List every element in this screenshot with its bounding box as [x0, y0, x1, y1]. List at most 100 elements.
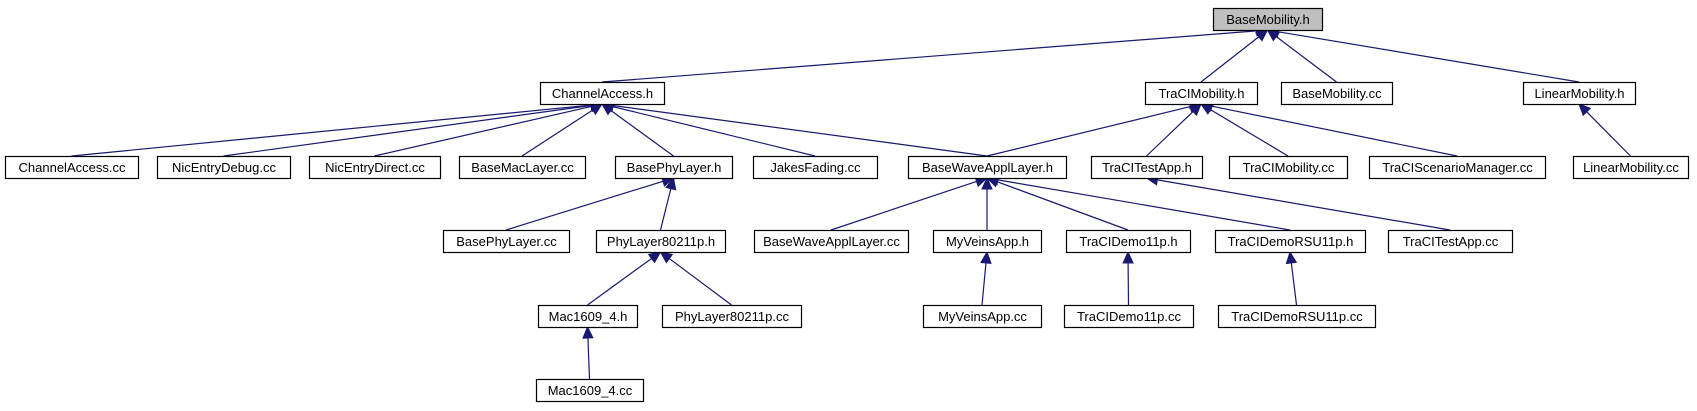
node-label: Mac1609_4.h [549, 309, 628, 324]
node-traci-demo11p-cc[interactable]: TraCIDemo11p.cc [1063, 304, 1195, 329]
node-label: TraCIDemo11p.h [1079, 234, 1177, 249]
node-mac1609-4-cc[interactable]: Mac1609_4.cc [535, 378, 645, 403]
edge-layer [71, 25, 1631, 380]
node-label: TraCITestApp.h [1102, 160, 1192, 175]
node-box [661, 304, 803, 329]
node-box [1063, 304, 1195, 329]
edge-linear-mobility-cc-to-linear-mobility-h [1578, 103, 1631, 157]
node-phy-layer-80211p-h[interactable]: PhyLayer80211p.h [595, 229, 727, 254]
node-label: TraCITestApp.cc [1403, 234, 1499, 249]
edge-channel-access-cc-to-channel-access-h [71, 99, 604, 157]
edge-traci-demo11p-cc-to-traci-demo11p-h [1122, 250, 1134, 306]
node-box [308, 155, 442, 180]
node-box [752, 155, 879, 180]
node-linear-mobility-cc[interactable]: LinearMobility.cc [1572, 155, 1690, 180]
node-box [1522, 81, 1637, 106]
node-base-wave-appl-layer-cc[interactable]: BaseWaveApplLayer.cc [753, 229, 910, 254]
node-base-mac-layer-cc[interactable]: BaseMacLayer.cc [458, 155, 587, 180]
node-traci-demo11p-h[interactable]: TraCIDemo11p.h [1065, 229, 1192, 254]
edge-traci-mobility-cc-to-traci-mobility-h [1199, 103, 1289, 157]
node-box [1280, 81, 1394, 106]
node-channel-access-h[interactable]: ChannelAccess.h [539, 81, 666, 106]
node-label: Mac1609_4.cc [548, 383, 633, 398]
node-my-veins-app-h[interactable]: MyVeinsApp.h [932, 229, 1043, 254]
node-label: TraCIScenarioManager.cc [1382, 160, 1533, 175]
edge-traci-test-app-h-to-traci-mobility-h [1146, 103, 1202, 157]
node-box [4, 155, 140, 180]
node-my-veins-app-cc[interactable]: MyVeinsApp.cc [922, 304, 1043, 329]
node-label: ChannelAccess.cc [19, 160, 126, 175]
node-box [907, 155, 1068, 180]
node-box [535, 378, 645, 403]
node-label: BasePhyLayer.cc [456, 234, 557, 249]
node-jakes-fading-cc[interactable]: JakesFading.cc [752, 155, 879, 180]
arrowhead [981, 176, 993, 190]
arrowhead [1122, 250, 1134, 264]
node-label: BaseWaveApplLayer.cc [763, 234, 900, 249]
node-box [537, 304, 639, 329]
node-box [1090, 155, 1204, 180]
edge-base-wave-appl-layer-h-to-traci-mobility-h [986, 101, 1203, 157]
node-traci-test-app-cc[interactable]: TraCITestApp.cc [1387, 229, 1514, 254]
node-traci-demo-rsu11p-h[interactable]: TraCIDemoRSU11p.h [1214, 229, 1367, 254]
edge-traci-demo-rsu11p-h-to-base-wave-appl-layer-h [985, 174, 1291, 231]
arrowhead [1285, 250, 1298, 265]
node-label: MyVeinsApp.h [946, 234, 1029, 249]
node-box [753, 229, 910, 254]
edge-traci-test-app-cc-to-traci-test-app-h [1145, 174, 1451, 231]
node-nic-entry-direct-cc[interactable]: NicEntryDirect.cc [308, 155, 442, 180]
node-mac1609-4-h[interactable]: Mac1609_4.h [537, 304, 639, 329]
edge-base-mac-layer-cc-to-channel-access-h [521, 103, 604, 157]
node-base-mobility-h[interactable]: BaseMobility.h [1212, 7, 1324, 32]
node-box [932, 229, 1043, 254]
node-nic-entry-debug-cc[interactable]: NicEntryDebug.cc [156, 155, 292, 180]
node-label: BasePhyLayer.h [627, 160, 722, 175]
node-label: LinearMobility.h [1534, 86, 1624, 101]
node-box [614, 155, 734, 180]
node-label: BaseMobility.h [1226, 12, 1310, 27]
edge-traci-scenario-manager-cc-to-traci-mobility-h [1199, 100, 1458, 157]
node-box [156, 155, 292, 180]
node-box [922, 304, 1043, 329]
node-channel-access-cc[interactable]: ChannelAccess.cc [4, 155, 140, 180]
node-traci-mobility-h[interactable]: TraCIMobility.h [1144, 81, 1259, 106]
node-traci-test-app-h[interactable]: TraCITestApp.h [1090, 155, 1204, 180]
node-label: JakesFading.cc [770, 160, 861, 175]
arrowhead [582, 325, 594, 339]
node-label: TraCIDemoRSU11p.cc [1231, 309, 1363, 324]
arrowhead [665, 176, 677, 191]
node-base-wave-appl-layer-h[interactable]: BaseWaveApplLayer.h [907, 155, 1068, 180]
node-base-mobility-cc[interactable]: BaseMobility.cc [1280, 81, 1394, 106]
node-box [1214, 229, 1367, 254]
edge-linear-mobility-h-to-base-mobility-h [1266, 26, 1580, 83]
node-label: NicEntryDebug.cc [172, 160, 277, 175]
edge-my-veins-app-h-to-base-wave-appl-layer-h [981, 176, 993, 230]
edge-base-wave-appl-layer-cc-to-base-wave-appl-layer-h [830, 176, 989, 231]
node-label: PhyLayer80211p.h [607, 234, 715, 249]
node-base-phy-layer-h[interactable]: BasePhyLayer.h [614, 155, 734, 180]
edge-base-wave-appl-layer-h-to-channel-access-h [600, 99, 988, 157]
arrowhead [1254, 29, 1269, 42]
node-traci-mobility-cc[interactable]: TraCIMobility.cc [1228, 155, 1349, 180]
node-box [1217, 304, 1377, 329]
edge-base-phy-layer-cc-to-base-phy-layer-h [505, 175, 675, 231]
edge-traci-mobility-h-to-base-mobility-h [1200, 29, 1269, 83]
arrowhead [1578, 103, 1592, 117]
edge-channel-access-h-to-base-mobility-h [601, 25, 1269, 83]
edge-mac1609-4-h-to-phy-layer-80211p-h [587, 251, 662, 306]
node-label: PhyLayer80211p.cc [675, 309, 789, 324]
node-label: LinearMobility.cc [1583, 160, 1679, 175]
edge-traci-demo-rsu11p-cc-to-traci-demo-rsu11p-h [1285, 250, 1298, 306]
node-box [1144, 81, 1259, 106]
arrowhead [980, 250, 992, 264]
node-label: BaseMobility.cc [1292, 86, 1382, 101]
node-traci-demo-rsu11p-cc[interactable]: TraCIDemoRSU11p.cc [1217, 304, 1377, 329]
node-base-phy-layer-cc[interactable]: BasePhyLayer.cc [442, 229, 571, 254]
node-phy-layer-80211p-cc[interactable]: PhyLayer80211p.cc [661, 304, 803, 329]
node-linear-mobility-h[interactable]: LinearMobility.h [1522, 81, 1637, 106]
node-box [1387, 229, 1514, 254]
node-traci-scenario-manager-cc[interactable]: TraCIScenarioManager.cc [1368, 155, 1547, 180]
node-box [1572, 155, 1690, 180]
